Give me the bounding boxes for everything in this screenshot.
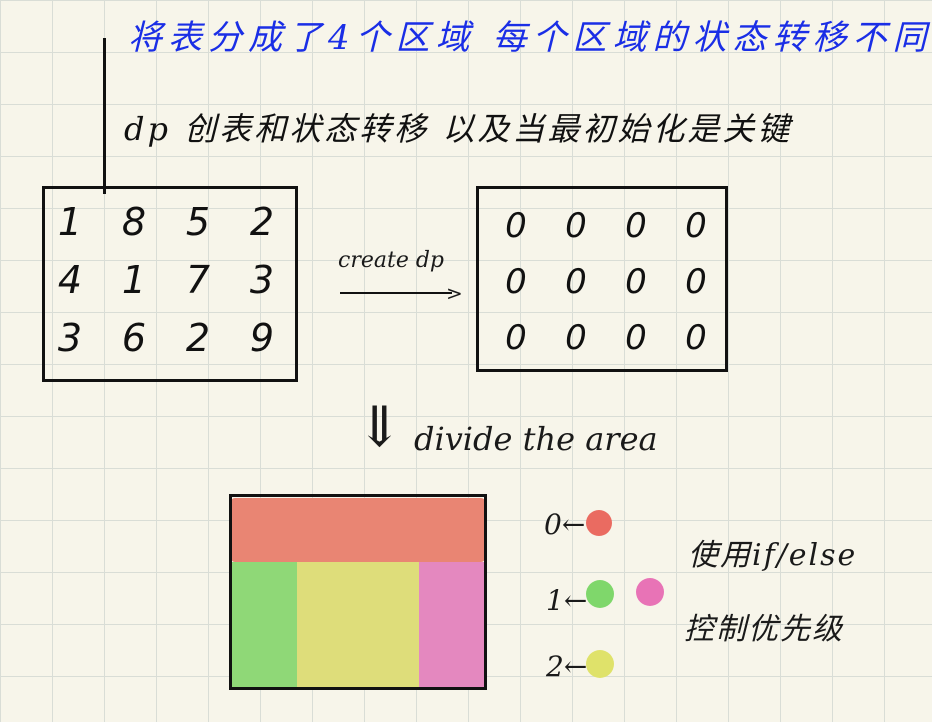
legend-dot-pink	[636, 578, 664, 606]
black-note: dp 创表和状态转移 以及当最初始化是关键	[124, 110, 793, 148]
side-note-ifelse: 使用if/else	[688, 538, 858, 573]
double-down-arrow-icon: ⇓	[356, 395, 403, 460]
dp-cell: 0	[565, 318, 587, 358]
input-cell: 3	[249, 258, 275, 302]
legend-label-0: 0←	[544, 508, 586, 541]
region-frame	[229, 494, 487, 690]
input-grid	[42, 186, 298, 382]
region-middle	[297, 562, 419, 690]
dp-cell: 0	[625, 262, 647, 302]
input-cell: 9	[249, 316, 275, 360]
dp-cell: 0	[685, 206, 707, 246]
region-right	[419, 562, 485, 690]
region-top	[231, 498, 485, 562]
dp-cell: 0	[685, 318, 707, 358]
input-cell: 7	[185, 258, 211, 302]
input-cell: 8	[121, 200, 147, 244]
legend-dot-red	[586, 510, 612, 536]
dp-cell: 0	[505, 206, 527, 246]
input-cell: 6	[121, 316, 147, 360]
input-cell: 2	[249, 200, 275, 244]
dp-cell: 0	[625, 206, 647, 246]
region-left	[231, 562, 297, 690]
input-cell: 4	[57, 258, 83, 302]
legend-dot-yellow	[586, 650, 614, 678]
dp-cell: 0	[505, 262, 527, 302]
create-dp-label: create dp	[338, 248, 444, 273]
dp-cell: 0	[685, 262, 707, 302]
arrow-head-icon: >	[446, 281, 463, 305]
blue-note: 将表分成了4个区域 每个区域的状态转移不同	[128, 18, 932, 58]
margin-line	[103, 38, 106, 194]
create-dp-arrow-line	[340, 292, 452, 294]
divide-label: divide the area	[414, 420, 658, 458]
legend-label-2: 2←	[546, 650, 588, 683]
dp-grid	[476, 186, 728, 372]
input-cell: 2	[185, 316, 211, 360]
side-note-priority: 控制优先级	[684, 612, 844, 647]
input-cell: 1	[121, 258, 147, 302]
input-cell: 3	[57, 316, 83, 360]
input-cell: 5	[185, 200, 211, 244]
dp-cell: 0	[505, 318, 527, 358]
dp-cell: 0	[625, 318, 647, 358]
dp-cell: 0	[565, 206, 587, 246]
legend-dot-green	[586, 580, 614, 608]
dp-cell: 0	[565, 262, 587, 302]
input-cell: 1	[57, 200, 83, 244]
legend-label-1: 1←	[546, 584, 588, 617]
